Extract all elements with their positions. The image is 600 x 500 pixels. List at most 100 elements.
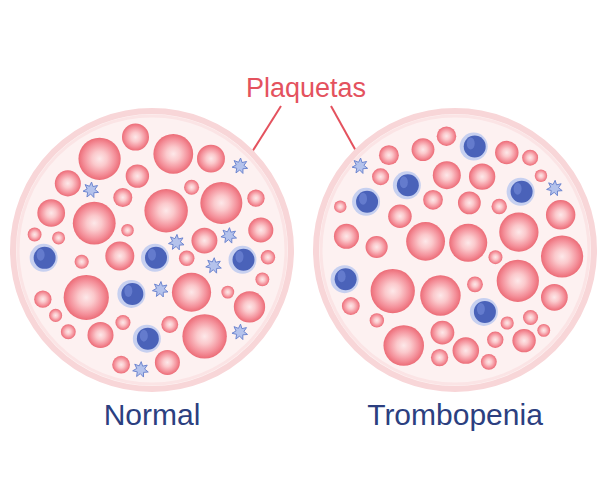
platelet (206, 258, 222, 273)
red-cell (541, 284, 568, 311)
red-cell (52, 231, 65, 244)
smear-circle (9, 107, 295, 393)
red-cell (78, 138, 120, 180)
red-cell (431, 349, 448, 366)
smear-caption: Normal (104, 397, 201, 433)
red-cell (541, 235, 583, 277)
white-cell-shine (477, 303, 485, 315)
smear-rim (18, 116, 286, 384)
white-cell (117, 280, 145, 308)
red-cell (499, 212, 538, 251)
white-cell-nucleus (356, 191, 378, 213)
red-cell (105, 241, 134, 270)
red-cell (113, 188, 132, 207)
red-cell (334, 224, 359, 249)
red-cell (55, 170, 81, 196)
red-cell (34, 291, 51, 308)
red-cell (221, 286, 234, 299)
smear-circle (312, 107, 598, 393)
blood-smear: Trombopenia (312, 107, 598, 433)
red-cell (184, 180, 199, 195)
red-cell (512, 329, 535, 352)
red-cell (467, 276, 483, 292)
red-cell (371, 269, 415, 313)
white-cell-shine (37, 249, 45, 261)
white-cell-shine (148, 249, 156, 261)
white-cell (133, 325, 161, 353)
white-cell-nucleus (511, 181, 533, 203)
red-cell (153, 134, 193, 174)
red-cell (112, 356, 130, 374)
red-cell (383, 325, 424, 366)
red-cell (61, 324, 76, 339)
red-cell (546, 200, 575, 229)
blood-smear: Normal (9, 107, 295, 433)
red-cell (501, 316, 514, 329)
red-cell (126, 164, 149, 187)
red-cell (523, 310, 538, 325)
white-cell-nucleus (464, 136, 486, 158)
white-cells (331, 133, 535, 326)
red-cell (449, 224, 487, 262)
white-cell (331, 265, 359, 293)
red-cell (75, 255, 89, 269)
red-cell (191, 228, 217, 254)
white-cell (460, 133, 488, 161)
red-cell (481, 354, 497, 370)
white-cell-shine (467, 138, 475, 150)
red-cell (247, 189, 264, 206)
red-cell (535, 170, 547, 182)
platelet (133, 362, 149, 377)
white-cell-shine (236, 251, 244, 263)
white-cell (393, 171, 421, 199)
red-cell (234, 291, 265, 322)
red-cell (433, 161, 461, 189)
red-cell (372, 168, 389, 185)
white-cell (470, 298, 498, 326)
red-cell (366, 236, 388, 258)
red-cell (179, 250, 195, 266)
red-cell (495, 141, 518, 164)
platelets (83, 158, 248, 377)
white-cell-nucleus (335, 268, 357, 290)
red-cell (28, 228, 42, 242)
red-cell (197, 145, 225, 173)
red-cell (342, 297, 360, 315)
red-cell (522, 150, 538, 166)
red-cell (200, 182, 242, 224)
red-cell (388, 204, 412, 228)
red-cell (172, 273, 211, 312)
platelet (83, 182, 99, 197)
platelet (352, 158, 368, 173)
red-cell (73, 202, 116, 245)
red-cell (161, 316, 178, 333)
red-cell (420, 275, 460, 315)
red-cell (121, 224, 133, 236)
red-cell (115, 315, 130, 330)
red-cell (423, 190, 443, 210)
red-cell (155, 350, 180, 375)
red-cells (334, 126, 583, 369)
red-cell (453, 337, 480, 364)
red-cell (144, 189, 187, 232)
platelets (352, 158, 562, 196)
platelet (232, 158, 248, 173)
white-cell-nucleus (474, 301, 496, 323)
red-cell (37, 199, 65, 227)
platelet (152, 282, 168, 297)
red-cell (255, 272, 269, 286)
red-cell (487, 332, 503, 348)
white-cells (30, 244, 257, 353)
red-cell (431, 321, 455, 345)
red-cell (248, 217, 273, 242)
red-cell (488, 250, 502, 264)
white-cell-nucleus (34, 247, 56, 269)
white-cell-shine (338, 270, 346, 282)
red-cell (458, 191, 481, 214)
white-cell (141, 244, 169, 272)
white-cell (30, 244, 58, 272)
white-cell-shine (140, 330, 148, 342)
smear-rim (321, 116, 589, 384)
red-cell (370, 313, 384, 327)
